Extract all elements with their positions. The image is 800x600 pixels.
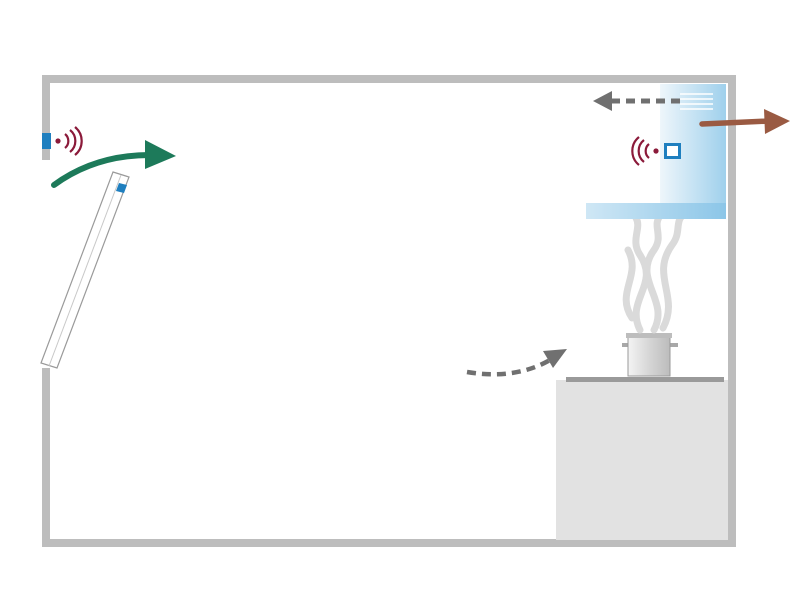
wall-sensor xyxy=(42,133,51,149)
wall-sensor-signal-icon xyxy=(55,126,83,156)
fresh-air-inflow-arrow xyxy=(51,140,176,188)
window-sash xyxy=(40,171,130,369)
room-wall xyxy=(41,75,736,547)
window-sensor xyxy=(116,183,127,193)
hood-recirculation-arrow xyxy=(593,91,680,111)
room-air-arrow xyxy=(466,349,567,377)
hood-vent-icon xyxy=(680,93,713,110)
exhaust-outflow-arrow xyxy=(699,109,790,134)
steam xyxy=(622,210,688,334)
kitchen-counter xyxy=(556,377,728,540)
hood-sensor-signal-icon xyxy=(631,136,659,166)
cooking-pot xyxy=(622,333,678,377)
cooker-hood xyxy=(586,84,726,219)
